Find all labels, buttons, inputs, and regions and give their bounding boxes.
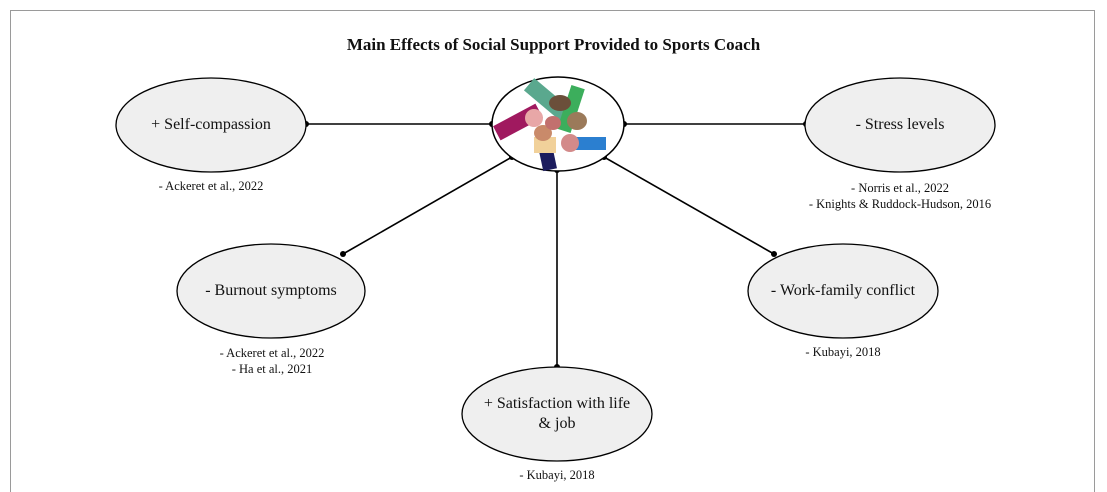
- node-label-work-family: - Work-family conflict: [770, 282, 916, 299]
- ref-work-family-1: - Kubayi, 2018: [805, 345, 881, 359]
- node-self-compassion: [115, 77, 307, 173]
- node-label-stress-levels: - Stress levels: [855, 116, 945, 133]
- ref-burnout-1: - Ackeret et al., 2022: [219, 346, 325, 360]
- ref-self-compassion-1: - Ackeret et al., 2022: [158, 179, 264, 193]
- node-satisfaction: [461, 366, 653, 462]
- node-label-burnout: - Burnout symptoms: [205, 282, 337, 299]
- stacked-hands-teamwork-icon: [491, 76, 625, 172]
- node-label-self-compassion: + Self-compassion: [151, 116, 271, 133]
- connector-work-family: [603, 156, 775, 255]
- ref-burnout-2: - Ha et al., 2021: [231, 362, 313, 376]
- connector-burnout: [342, 156, 513, 255]
- node-stress-levels: [804, 77, 996, 173]
- diagram-title: Main Effects of Social Support Provided …: [346, 35, 761, 54]
- node-burnout: [176, 243, 366, 339]
- ref-stress-levels-1: - Norris et al., 2022: [851, 181, 949, 195]
- node-work-family: [747, 243, 939, 339]
- ref-satisfaction-1: - Kubayi, 2018: [519, 468, 595, 482]
- ref-stress-levels-2: - Knights & Ruddock-Hudson, 2016: [808, 197, 992, 211]
- diagram-frame: [10, 10, 1095, 492]
- node-label-satisfaction: + Satisfaction with life & job: [483, 395, 631, 432]
